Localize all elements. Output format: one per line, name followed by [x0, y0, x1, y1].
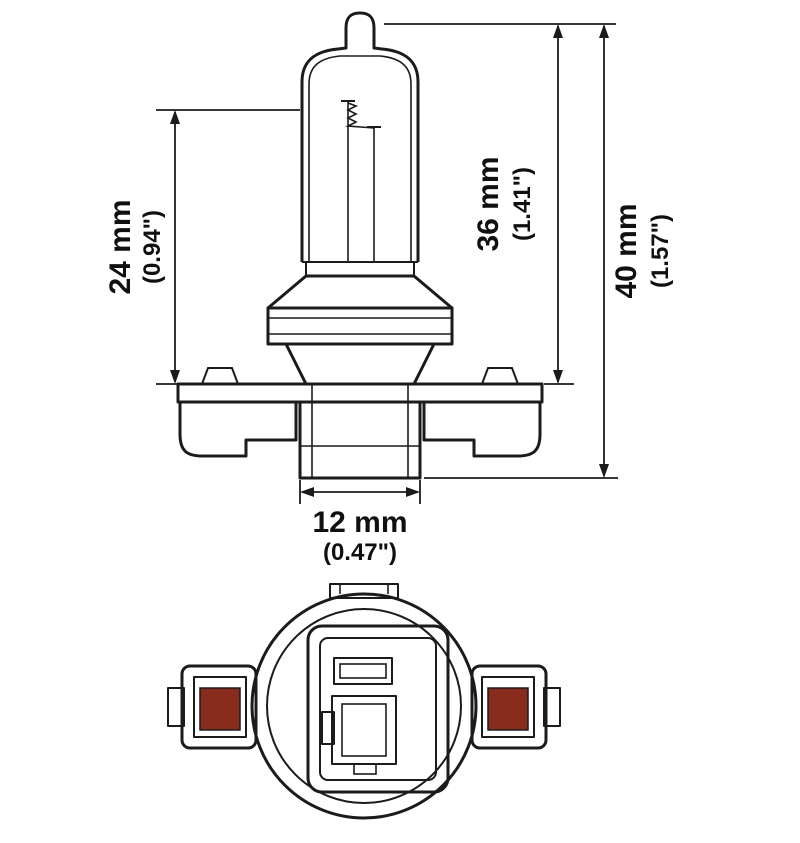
dim-36-metric-label: 36 mm — [472, 156, 505, 251]
dimension-40mm: 40 mm (1.57") — [424, 24, 674, 479]
metal-base — [266, 261, 454, 386]
bottom-view — [167, 583, 561, 820]
dim-12-metric-label: 12 mm — [312, 506, 407, 539]
filament — [341, 100, 381, 262]
base-outer-circle — [250, 592, 478, 820]
dim-40-metric-label: 40 mm — [610, 203, 643, 298]
dimension-24mm: 24 mm (0.94") — [104, 109, 300, 385]
dimension-12mm: 12 mm (0.47") — [299, 480, 421, 566]
socket-barrel — [298, 400, 422, 480]
glass-envelope — [300, 11, 420, 263]
flange-plate — [176, 367, 544, 458]
left-contact-pad — [199, 687, 241, 731]
dim-24-metric-label: 24 mm — [104, 199, 137, 294]
socket-keyway — [306, 624, 450, 794]
left-connector-wing — [167, 664, 258, 750]
top-alignment-tab — [329, 583, 399, 599]
dim-36-imperial-label: (1.41") — [509, 167, 536, 241]
right-connector-wing — [470, 664, 561, 750]
dimension-36mm: 36 mm (1.41") — [384, 23, 616, 385]
base-inner-circle — [266, 608, 462, 804]
dim-24-imperial-label: (0.94") — [139, 210, 166, 284]
dim-40-imperial-label: (1.57") — [647, 214, 674, 288]
dim-12-imperial-label: (0.47") — [323, 539, 397, 566]
right-contact-pad — [487, 687, 529, 731]
side-view — [176, 11, 544, 480]
